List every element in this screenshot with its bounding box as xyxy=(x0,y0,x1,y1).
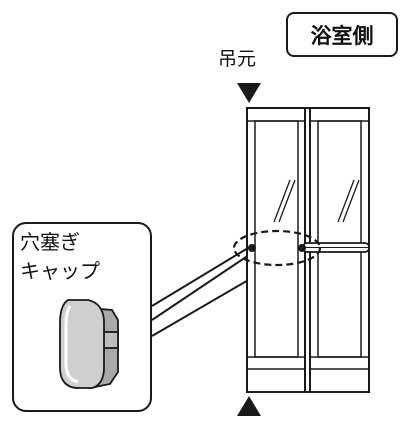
highlight-ellipse xyxy=(232,229,322,267)
down-triangle-icon xyxy=(237,83,261,103)
callout-label: 穴塞ぎ キャップ xyxy=(20,228,100,286)
bathroom-side-badge: 浴室側 xyxy=(286,12,398,57)
plug-dot-left xyxy=(248,244,256,252)
plug-dot-right xyxy=(298,244,306,252)
callout-line-2: キャップ xyxy=(20,259,100,283)
up-triangle-icon xyxy=(237,396,261,416)
hole-plug-cap-icon xyxy=(59,299,119,390)
hinge-side-label: 吊元 xyxy=(218,48,257,70)
glass-reflection xyxy=(273,179,360,223)
callout-line-1: 穴塞ぎ xyxy=(20,230,80,254)
